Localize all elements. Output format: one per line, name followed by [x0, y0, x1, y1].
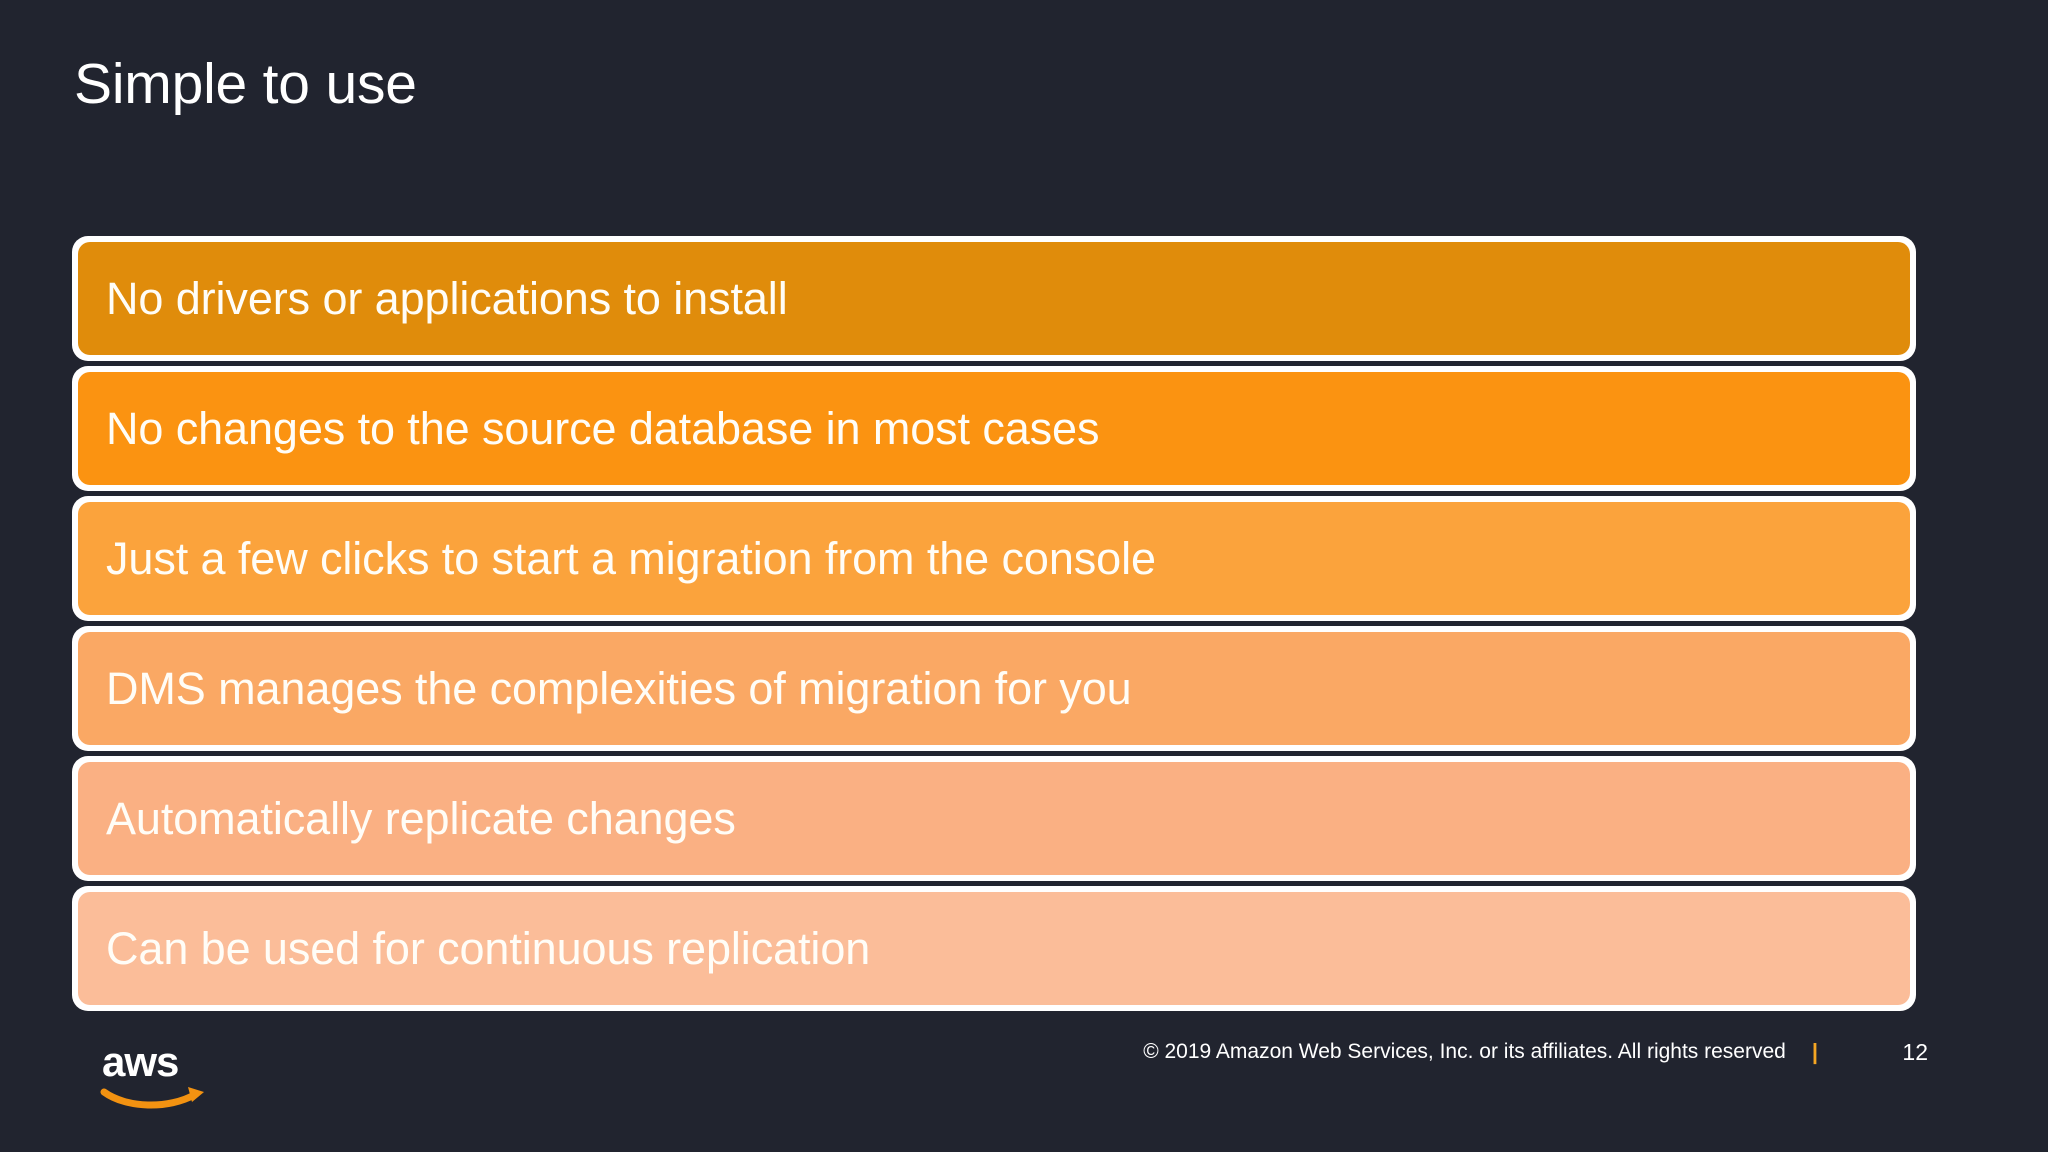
bullet-bar: DMS manages the complexities of migratio…	[72, 626, 1916, 751]
bullet-bar-label: Just a few clicks to start a migration f…	[106, 532, 1156, 584]
bullet-bar-fill: No changes to the source database in mos…	[78, 372, 1910, 485]
bullet-bar-fill: Just a few clicks to start a migration f…	[78, 502, 1910, 615]
bullet-bar-label: No drivers or applications to install	[106, 272, 788, 324]
bullet-bar-list: No drivers or applications to install No …	[72, 236, 1916, 1016]
bullet-bar-fill: No drivers or applications to install	[78, 242, 1910, 355]
footer-divider: |	[1811, 1039, 1818, 1064]
bullet-bar-label: Automatically replicate changes	[106, 792, 736, 844]
copyright-text: © 2019 Amazon Web Services, Inc. or its …	[1143, 1040, 1786, 1063]
bullet-bar-fill: DMS manages the complexities of migratio…	[78, 632, 1910, 745]
bullet-bar-fill: Automatically replicate changes	[78, 762, 1910, 875]
bullet-bar-label: DMS manages the complexities of migratio…	[106, 662, 1132, 714]
bullet-bar: Can be used for continuous replication	[72, 886, 1916, 1011]
bullet-bar: No changes to the source database in mos…	[72, 366, 1916, 491]
bullet-bar: Automatically replicate changes	[72, 756, 1916, 881]
bullet-bar-label: Can be used for continuous replication	[106, 922, 871, 974]
bullet-bar-fill: Can be used for continuous replication	[78, 892, 1910, 1005]
slide-footer: aws © 2019 Amazon Web Services, Inc. or …	[0, 1010, 2048, 1152]
bullet-bar: No drivers or applications to install	[72, 236, 1916, 361]
page-number: 12	[1902, 1039, 1928, 1065]
footer-copyright-group: © 2019 Amazon Web Services, Inc. or its …	[1143, 1040, 1818, 1064]
aws-logo: aws	[100, 1038, 224, 1110]
bullet-bar-label: No changes to the source database in mos…	[106, 402, 1100, 454]
svg-text:aws: aws	[102, 1038, 178, 1085]
bullet-bar: Just a few clicks to start a migration f…	[72, 496, 1916, 621]
page-title: Simple to use	[74, 52, 417, 117]
